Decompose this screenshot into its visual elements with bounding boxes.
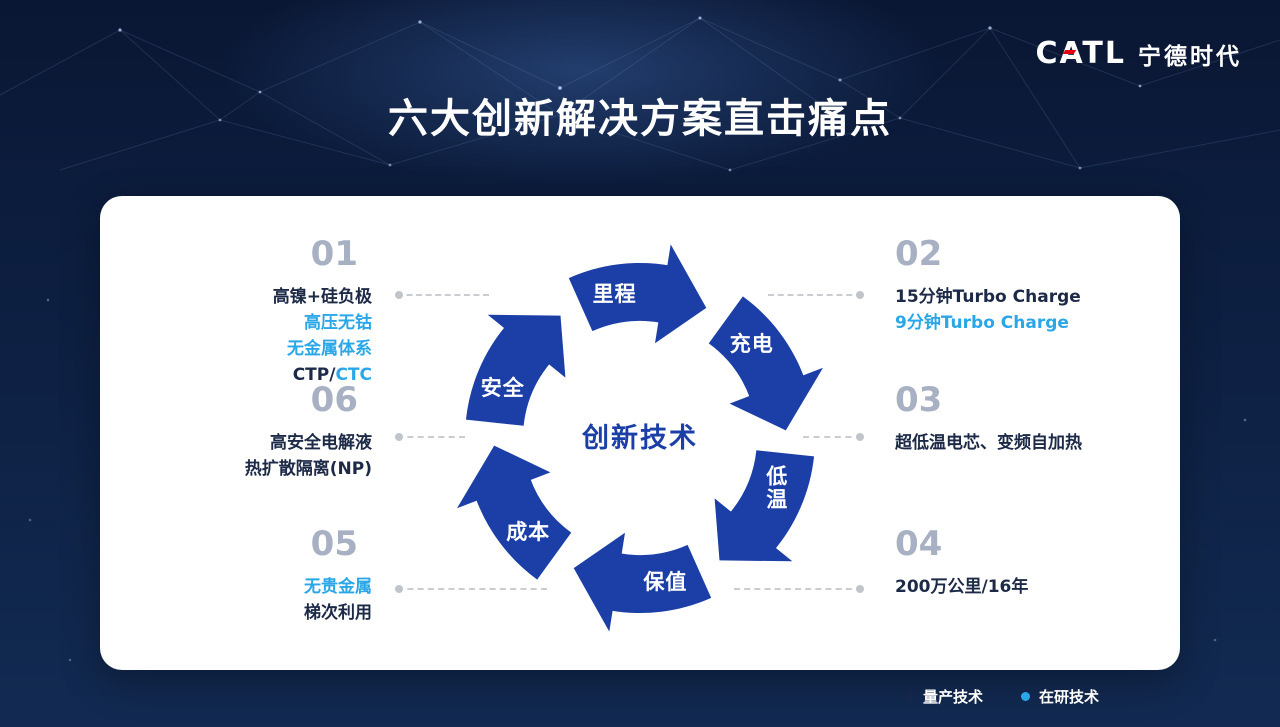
legend-item-mass-production: 量产技术 bbox=[905, 686, 983, 707]
item-03-number: 03 bbox=[895, 380, 943, 420]
wheel-segment-label-safety: 安全 bbox=[481, 376, 525, 400]
item-03-line-1: 超低温电芯、变频自加热 bbox=[895, 433, 1082, 453]
wheel-segment-label-charging: 充电 bbox=[730, 332, 774, 356]
connector-05-dot bbox=[395, 585, 403, 593]
wheel-center-label: 创新技术 bbox=[581, 422, 698, 454]
item-05-line-1: 无贵金属 bbox=[304, 577, 372, 597]
item-01-line-2: 高压无钴 bbox=[304, 313, 372, 333]
item-05-number: 05 bbox=[310, 524, 358, 564]
item-02: 02 15分钟Turbo Charge 9分钟Turbo Charge bbox=[895, 236, 1081, 336]
wheel-arrow-charging bbox=[708, 296, 805, 399]
item-01-line-4-part-ctc: CTC bbox=[335, 365, 372, 385]
legend-label-mass-production: 量产技术 bbox=[923, 688, 984, 706]
wheel-arrow-value-retention bbox=[609, 544, 712, 613]
item-01-line-4: CTP/CTC bbox=[132, 362, 372, 388]
item-04-number: 04 bbox=[895, 524, 943, 564]
item-06: 06 高安全电解液 热扩散隔离(NP) bbox=[132, 382, 372, 482]
item-05: 05 无贵金属 梯次利用 bbox=[132, 526, 372, 626]
wheel-arrowhead-cost bbox=[457, 445, 551, 509]
item-01-line-4-part-ctp: CTP/ bbox=[292, 365, 336, 385]
item-04: 04 200万公里/16年 bbox=[895, 526, 1028, 600]
connector-01-dot bbox=[395, 291, 403, 299]
item-06-line-2: 热扩散隔离(NP) bbox=[244, 459, 372, 479]
wheel-arrow-safety bbox=[465, 325, 551, 427]
connector-04-dot bbox=[856, 585, 864, 593]
item-01-line-3: 无金属体系 bbox=[287, 339, 372, 359]
slide-title: 六大创新解决方案直击痛点 bbox=[388, 96, 892, 142]
item-03: 03 超低温电芯、变频自加热 bbox=[895, 382, 1082, 456]
connector-01 bbox=[395, 291, 489, 299]
item-06-line-1: 高安全电解液 bbox=[270, 433, 372, 453]
item-02-line-1: 15分钟Turbo Charge bbox=[895, 287, 1081, 307]
item-04-line-1: 200万公里/16年 bbox=[895, 577, 1029, 597]
wheel-arrow-range bbox=[568, 263, 671, 332]
legend-dot-in-development bbox=[1021, 692, 1031, 701]
connector-02 bbox=[768, 291, 864, 299]
connector-05 bbox=[395, 585, 547, 593]
catl-logo-chinese: 宁德时代 bbox=[1138, 43, 1242, 70]
item-01-number: 01 bbox=[310, 234, 358, 274]
item-01-line-1: 高镍+硅负极 bbox=[272, 287, 372, 307]
catl-logo: CATL 宁德时代 bbox=[1036, 36, 1243, 71]
legend-item-in-development: 在研技术 bbox=[1021, 686, 1099, 707]
connector-06-dot bbox=[395, 433, 403, 441]
legend: 量产技术 在研技术 bbox=[905, 686, 1099, 707]
catl-logo-text: CATL bbox=[1035, 36, 1126, 71]
item-05-line-2: 梯次利用 bbox=[304, 603, 372, 623]
wheel-arrow-low-temp bbox=[729, 449, 815, 551]
item-06-number: 06 bbox=[310, 380, 358, 420]
item-02-number: 02 bbox=[895, 234, 943, 274]
connector-04 bbox=[734, 585, 864, 593]
wheel-arrowhead-low-temp bbox=[714, 498, 793, 562]
wheel-arrow-cost bbox=[475, 477, 572, 580]
legend-dot-mass-production bbox=[905, 692, 914, 701]
wheel-arrowhead-charging bbox=[729, 367, 823, 431]
content-card: 创新技术 里程充电低温保值 成本 安全 01 高镍+硅负极 高压无钴 无金属体系 C… bbox=[100, 196, 1180, 670]
item-01: 01 高镍+硅负极 高压无钴 无金属体系 CTP/CTC bbox=[132, 236, 372, 388]
item-02-line-2: 9分钟Turbo Charge bbox=[895, 313, 1069, 333]
wheel-segment-label-range: 里程 bbox=[593, 282, 637, 306]
wheel-segment-label-cost: 成本 bbox=[506, 520, 550, 544]
wheel-arrowhead-value-retention bbox=[573, 532, 625, 632]
connector-02-dot bbox=[856, 291, 864, 299]
connector-06 bbox=[395, 433, 465, 441]
legend-label-in-development: 在研技术 bbox=[1039, 688, 1100, 706]
connector-03 bbox=[803, 433, 864, 441]
wheel-segment-label-value-retention: 保值 bbox=[642, 570, 687, 594]
wheel-arrowhead-range bbox=[655, 244, 707, 344]
connector-03-dot bbox=[856, 433, 864, 441]
wheel-segment-label-low-temp: 低温 bbox=[765, 464, 788, 511]
